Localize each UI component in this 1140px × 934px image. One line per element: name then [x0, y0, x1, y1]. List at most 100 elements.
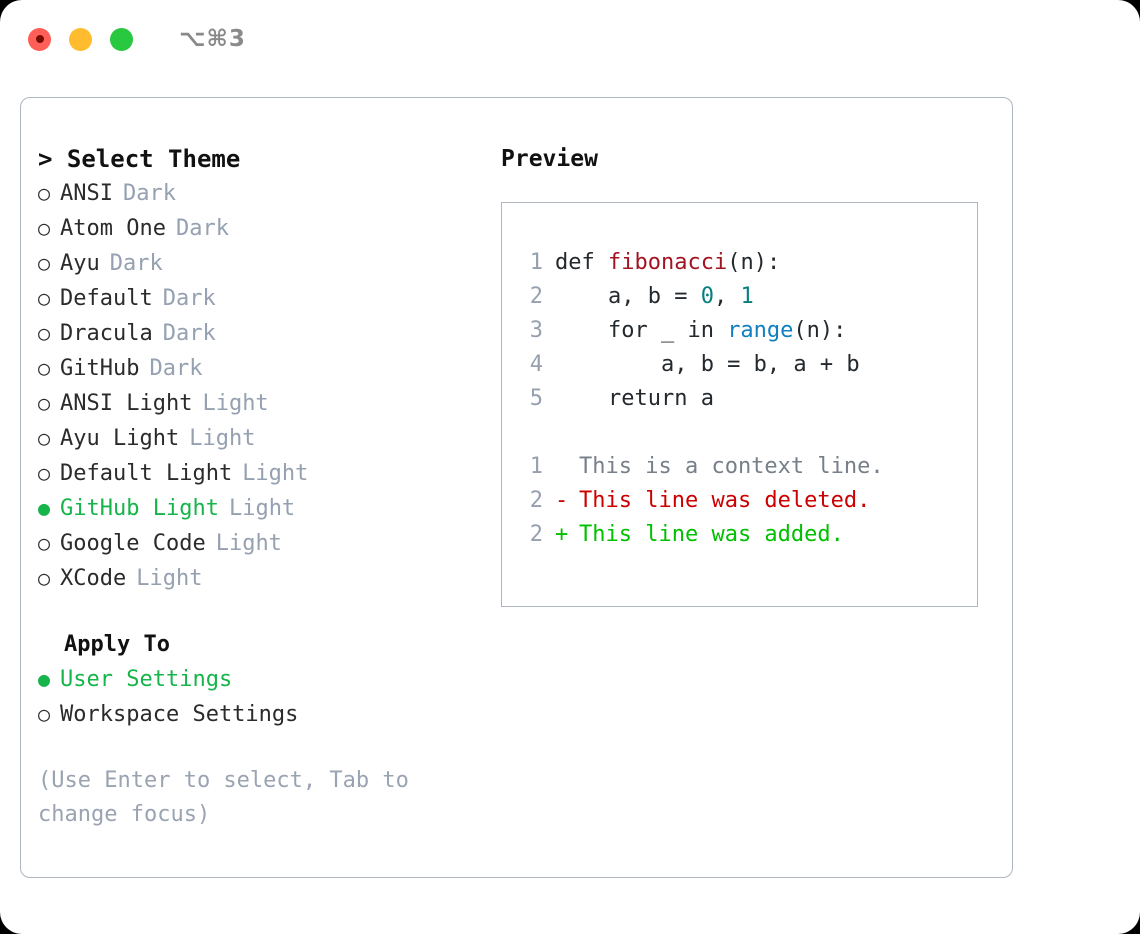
- maximize-window-button[interactable]: [110, 27, 133, 51]
- code-token-plain: def: [555, 250, 608, 275]
- theme-option-tag: Light: [242, 461, 309, 486]
- theme-option-label: Ayu: [60, 251, 100, 276]
- theme-option-tag: Dark: [162, 286, 216, 311]
- radio-unselected-icon: ○: [38, 461, 51, 485]
- theme-option-tag: Dark: [162, 321, 216, 346]
- apply-to-option-user-settings[interactable]: ● User Settings: [38, 662, 498, 697]
- diff-line-text: This is a context line.: [579, 454, 884, 479]
- apply-to-heading: Apply To: [64, 632, 170, 657]
- diff-line-text: This line was added.: [579, 522, 844, 547]
- code-token-plain: for _ in: [555, 318, 728, 343]
- theme-option-tag: Light: [189, 426, 256, 451]
- theme-option-github[interactable]: ○ GitHub Dark: [38, 351, 498, 386]
- code-token-fn: fibonacci: [607, 250, 728, 275]
- theme-option-label: Dracula: [60, 321, 153, 346]
- code-token-num: 0: [700, 284, 714, 309]
- code-line-text: for _ in range(n):: [555, 314, 846, 348]
- diff-line-sign: [555, 450, 579, 484]
- radio-selected-icon: ●: [38, 496, 51, 520]
- diff-line-text: This line was deleted.: [579, 488, 871, 513]
- diff-line-sign: -: [555, 488, 569, 513]
- theme-option-tag: Light: [136, 566, 203, 591]
- section-spacer: [38, 596, 498, 628]
- code-line-number: 3: [529, 318, 543, 343]
- code-line-number: 4: [529, 352, 543, 377]
- diff-line-number: 2: [529, 488, 543, 513]
- code-line: 5 return a: [517, 382, 971, 416]
- code-token-plain: a, b =: [555, 284, 701, 309]
- radio-unselected-icon: ○: [38, 391, 51, 415]
- apply-to-option-list[interactable]: ● User Settings ○Workspace Settings: [38, 662, 498, 732]
- title-bar: ⌥⌘3: [0, 0, 1140, 78]
- theme-option-tag: Dark: [122, 181, 176, 206]
- minimize-window-button[interactable]: [69, 27, 92, 51]
- radio-unselected-icon: ○: [38, 321, 51, 345]
- code-token-num: 1: [740, 284, 754, 309]
- close-window-button[interactable]: [28, 27, 51, 51]
- select-theme-heading: > Select Theme: [38, 145, 241, 173]
- code-line-number: 1: [529, 250, 543, 275]
- theme-option-label: Default: [60, 286, 153, 311]
- theme-option-label: GitHub: [60, 356, 140, 381]
- radio-unselected-icon: ○: [38, 216, 51, 240]
- theme-option-tag: Dark: [175, 216, 229, 241]
- radio-unselected-icon: ○: [38, 181, 51, 205]
- code-token-plain: a, b = b, a + b: [555, 352, 860, 377]
- radio-selected-icon: ●: [38, 667, 51, 691]
- diff-sample: 1 This is a context line. 2-This line was…: [517, 450, 971, 552]
- preview-heading: Preview: [501, 146, 598, 172]
- theme-option-label: GitHub Light: [60, 496, 219, 521]
- code-token-plain: (n):: [793, 318, 847, 343]
- code-line-number: 5: [529, 386, 543, 411]
- theme-option-tag: Light: [215, 531, 282, 556]
- code-diff-spacer: [517, 416, 971, 450]
- keyboard-shortcut-label: ⌥⌘3: [179, 26, 246, 52]
- code-line-number: 2: [529, 284, 543, 309]
- radio-unselected-icon: ○: [38, 566, 51, 590]
- apply-to-option-label: User Settings: [60, 667, 233, 692]
- code-line-text: return a: [555, 382, 714, 416]
- theme-option-default-light[interactable]: ○ Default Light Light: [38, 456, 498, 491]
- theme-option-xcode[interactable]: ○ XCode Light: [38, 561, 498, 596]
- code-token-plain: return a: [555, 386, 714, 411]
- code-token-plain: (n):: [727, 250, 781, 275]
- theme-option-dracula[interactable]: ○ Dracula Dark: [38, 316, 498, 351]
- theme-option-tag: Dark: [109, 251, 163, 276]
- diff-line-context: 1 This is a context line.: [517, 450, 971, 484]
- theme-option-ansi-light[interactable]: ○ ANSI Light Light: [38, 386, 498, 421]
- code-line: 2 a, b = 0, 1: [517, 280, 971, 314]
- code-line: 3 for _ in range(n):: [517, 314, 971, 348]
- theme-option-tag: Light: [202, 391, 269, 416]
- diff-line-sign: +: [555, 522, 569, 547]
- theme-option-tag: Dark: [149, 356, 203, 381]
- diff-line-number: 1: [529, 454, 543, 479]
- theme-option-label: XCode: [60, 566, 127, 591]
- theme-option-label: Default Light: [60, 461, 233, 486]
- diff-line-number: 2: [529, 522, 543, 547]
- theme-option-label: ANSI: [60, 181, 113, 206]
- keyboard-hint-text: (Use Enter to select, Tab to change focu…: [38, 768, 423, 827]
- radio-unselected-icon: ○: [38, 356, 51, 380]
- code-line: 4 a, b = b, a + b: [517, 348, 971, 382]
- theme-option-label: ANSI Light: [60, 391, 193, 416]
- code-line-text: def fibonacci(n):: [555, 246, 780, 280]
- code-token-plain: ,: [713, 284, 741, 309]
- theme-option-ansi[interactable]: ○ ANSI Dark: [38, 176, 498, 211]
- apply-to-option-label: Workspace Settings: [60, 702, 299, 727]
- radio-unselected-icon: ○: [38, 531, 51, 555]
- theme-option-google-code[interactable]: ○ Google Code Light: [38, 526, 498, 561]
- theme-option-label: Ayu Light: [60, 426, 180, 451]
- apply-to-option-workspace-settings[interactable]: ○Workspace Settings: [38, 697, 498, 732]
- theme-option-label: Google Code: [60, 531, 206, 556]
- diff-line-added: 2 + This line was added.: [517, 518, 971, 552]
